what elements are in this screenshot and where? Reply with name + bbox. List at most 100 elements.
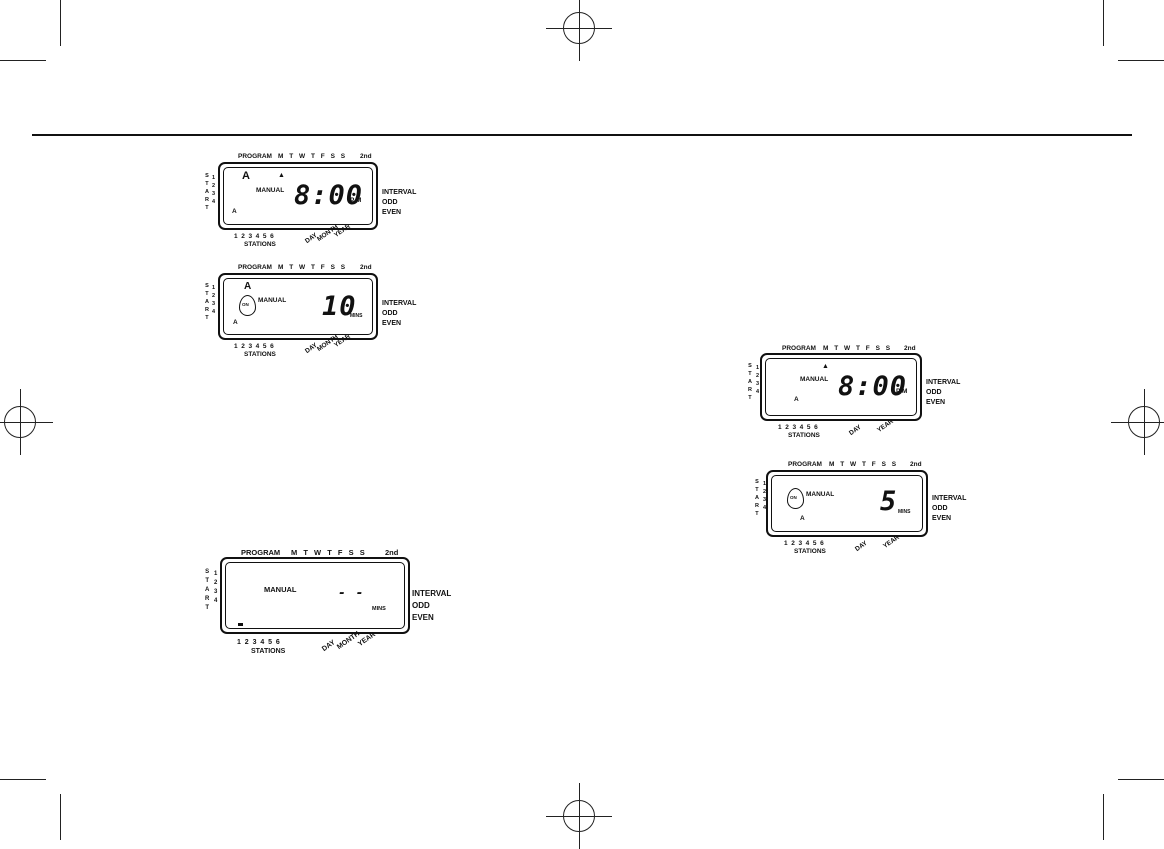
start-t2: T (748, 395, 752, 401)
start-t2: T (205, 315, 209, 321)
program-a-indicator: A (242, 170, 250, 182)
on-indicator: ON (790, 495, 797, 500)
odd-label: ODD (932, 505, 948, 512)
start-t: T (755, 487, 759, 493)
day-mon: M (829, 461, 835, 468)
day-sun: S (885, 345, 891, 352)
start-t: T (205, 181, 209, 187)
station-numbers: 1 2 3 4 5 6 (237, 639, 280, 646)
registration-mark (546, 0, 612, 61)
even-label: EVEN (412, 613, 434, 622)
start-num-3: 3 (763, 497, 767, 503)
day-thu: T (327, 548, 332, 557)
interval-label: INTERVAL (382, 189, 417, 196)
lcd-display-blank: MANUAL - - MINS (220, 557, 410, 634)
pointer-icon: ▲ (278, 172, 285, 179)
station-numbers: 1 2 3 4 5 6 (778, 424, 818, 431)
weekday-labels: M T W T F S S (291, 548, 365, 557)
lcd-outer-frame (220, 557, 410, 634)
start-num-2: 2 (756, 373, 760, 379)
start-num-4: 4 (212, 199, 216, 205)
day-thu: T (310, 264, 315, 271)
day-wed: W (850, 461, 857, 468)
day-wed: W (844, 345, 851, 352)
crop-mark (1103, 794, 1104, 840)
pm-indicator: P M (350, 197, 362, 204)
lcd-display-time-right: ▲ MANUAL A 8:00 P M (760, 353, 922, 421)
day-mon: M (278, 264, 284, 271)
start-num-3: 3 (212, 191, 216, 197)
year-axis-label: YEAR (357, 631, 380, 648)
crop-mark (60, 794, 61, 840)
manual-label: MANUAL (256, 187, 285, 194)
day-mon: M (278, 153, 284, 160)
pointer-icon: ▲ (822, 363, 829, 370)
day-axis-label: DAY (848, 424, 865, 437)
lcd-inner-frame (225, 562, 405, 629)
start-r: R (205, 197, 209, 203)
lcd-outer-frame (766, 470, 928, 537)
lcd-display-time: A ▲ MANUAL A 8:00 P M (218, 162, 378, 230)
day-sat: S (881, 461, 886, 468)
year-axis-label: YEAR (333, 223, 355, 239)
second-label: 2nd (904, 345, 916, 352)
stations-label: STATIONS (794, 548, 826, 555)
day-wed: W (314, 548, 322, 557)
day-sun: S (340, 264, 346, 271)
start-num-3: 3 (214, 589, 218, 595)
start-s: S (755, 479, 759, 485)
day-fri: F (320, 264, 325, 271)
start-r: R (205, 596, 210, 602)
time-readout: 8:00 (838, 371, 908, 402)
header-rule (32, 134, 1132, 136)
start-num-1: 1 (756, 365, 760, 371)
schedule-mode-labels: INTERVAL ODD EVEN (926, 378, 960, 408)
day-text: DAY (853, 539, 869, 553)
start-a: A (205, 299, 209, 305)
even-label: EVEN (382, 320, 402, 327)
lcd-display-duration-right: ON MANUAL A 5 MINS (766, 470, 928, 537)
year-axis-label: YEAR (882, 534, 904, 550)
weekday-labels: M T W T F S S (829, 461, 896, 468)
manual-label: MANUAL (800, 376, 829, 383)
schedule-mode-labels: INTERVAL ODD EVEN (412, 588, 451, 624)
day-thu: T (855, 345, 860, 352)
crop-mark (60, 0, 61, 46)
station-numbers: 1 2 3 4 5 6 (234, 233, 274, 240)
stations-label: STATIONS (244, 241, 276, 248)
schedule-mode-labels: INTERVAL ODD EVEN (932, 494, 966, 524)
day-sat: S (875, 345, 880, 352)
second-label: 2nd (910, 461, 922, 468)
start-t: T (205, 578, 209, 584)
day-sat: S (348, 548, 354, 557)
lcd-outer-frame (218, 162, 378, 230)
day-tue: T (303, 548, 308, 557)
station-a-label: A (800, 515, 805, 522)
day-tue: T (289, 153, 294, 160)
lcd-inner-frame (223, 278, 373, 335)
second-label: 2nd (360, 153, 372, 160)
interval-label: INTERVAL (932, 495, 967, 502)
start-num-2: 2 (212, 293, 216, 299)
time-readout: 8:00 (294, 180, 364, 211)
start-num-2: 2 (212, 183, 216, 189)
station-a-label: A (233, 319, 238, 326)
weekday-labels: M T W T F S S (823, 345, 890, 352)
start-num-3: 3 (756, 381, 760, 387)
dash-readout: - - (338, 586, 365, 601)
year-axis-label: YEAR (876, 418, 898, 434)
day-sat: S (330, 264, 335, 271)
day-thu: T (861, 461, 866, 468)
crop-mark (1103, 0, 1104, 46)
second-label: 2nd (360, 264, 372, 271)
station-cursor (238, 623, 243, 626)
lcd-inner-frame (223, 167, 373, 225)
start-t2: T (205, 205, 209, 211)
program-label: PROGRAM (238, 153, 272, 160)
start-num-3: 3 (212, 301, 216, 307)
